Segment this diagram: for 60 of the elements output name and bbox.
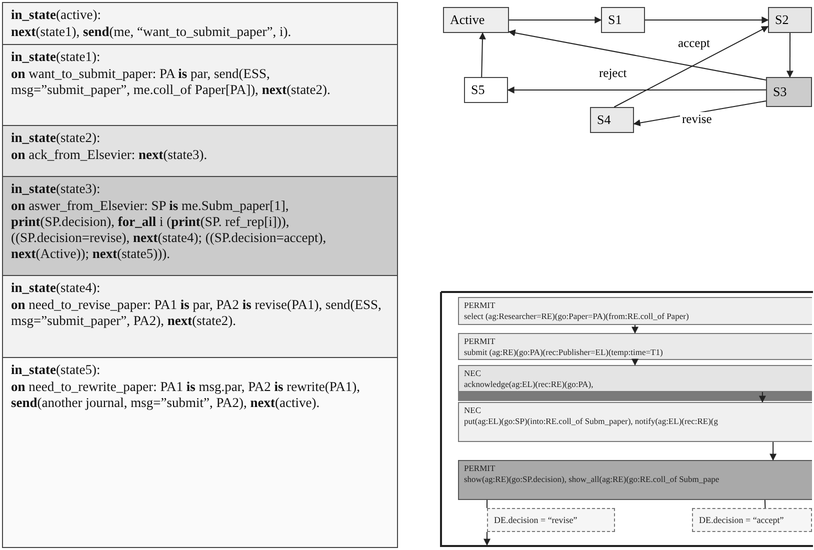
code-text: on need_to_revise_paper: PA1 is par, PA2 is revise(PA1), send(ESS, msg=”submit_paper”, PA2), next(state2). xyxy=(11,297,382,328)
code-cell xyxy=(2,275,398,358)
code-heading: in_state(state3): xyxy=(11,181,102,197)
rule-type: PERMIT xyxy=(464,300,496,311)
code-text: next(state1), send(me, “want_to_submit_paper”, i). xyxy=(11,24,292,39)
rule-text: select (ag:Researcher=RE)(go:Paper=PA)(from:RE.coll_of Paper) xyxy=(464,311,690,322)
arrow xyxy=(478,32,486,78)
edge-label: reject xyxy=(597,66,629,80)
arrow xyxy=(484,532,490,546)
code-text: on want_to_submit_paper: PA is par, send(ESS, msg=”submit_paper”, me.coll_of Paper[PA]), next(state2). xyxy=(11,66,330,97)
code-text: on ack_from_Elsevier: next(state3). xyxy=(11,147,208,162)
code-heading: in_state(state1): xyxy=(11,49,102,65)
condition-text: DE.decision = “accept” xyxy=(699,515,784,525)
connector-line xyxy=(764,500,766,508)
code-heading: in_state(active): xyxy=(11,7,102,23)
condition-box xyxy=(487,508,615,532)
code-cell xyxy=(2,125,398,177)
code-heading: in_state(state4): xyxy=(11,280,102,296)
arrow xyxy=(632,358,638,366)
state-box xyxy=(768,7,812,33)
rule-text: acknowledge(ag:EL)(rec:RE)(go:PA), xyxy=(464,379,594,390)
condition-text: DE.decision = “revise” xyxy=(494,515,578,525)
arrow xyxy=(508,29,766,80)
rule-type: PERMIT xyxy=(464,336,496,347)
rule-text: put(ag:EL)(go:SP)(into:RE.coll_of Subm_paper), notify(ag:EL)(rec:RE)(g xyxy=(464,416,719,427)
code-heading: in_state(state2): xyxy=(11,130,102,146)
condition-box xyxy=(692,508,812,532)
code-cell xyxy=(2,2,398,45)
code-text: on aswer_from_Elsevier: SP is me.Subm_paper[1], print(SP.decision), for_all i (print(SP. ref_rep[i])), ((SP.decision=revise), next(state4); ((SP.decision=accept), next(Active)); next(state5))). xyxy=(11,198,326,261)
state-name: S2 xyxy=(775,12,789,28)
arrow xyxy=(770,442,777,461)
rule-text: show(ag:RE)(go:SP.decision), show_all(ag:RE)(go:RE.coll_of Subm_pape xyxy=(464,474,720,485)
arrow xyxy=(508,16,602,24)
state-box xyxy=(443,7,509,33)
code-cell xyxy=(2,357,398,548)
state-name: S4 xyxy=(597,112,611,128)
arrow xyxy=(507,86,766,94)
code-heading: in_state(state5): xyxy=(11,362,102,378)
arrow xyxy=(786,32,794,78)
arrow xyxy=(614,26,769,108)
code-cell xyxy=(2,44,398,126)
arrow xyxy=(632,324,638,334)
state-name: S1 xyxy=(608,12,622,28)
rule-type: NEC xyxy=(464,405,482,416)
state-box xyxy=(590,107,634,133)
state-box xyxy=(464,77,508,103)
state-name: Active xyxy=(450,12,485,28)
state-name: S5 xyxy=(471,82,485,98)
code-text: on need_to_rewrite_paper: PA1 is msg.par, PA2 is rewrite(PA1), send(another journal, msg=”submit”, PA2), next(active). xyxy=(11,379,360,410)
connector-line xyxy=(486,500,488,508)
state-box xyxy=(601,7,645,33)
arrow xyxy=(644,16,769,24)
edge-label: revise xyxy=(680,112,714,126)
state-box xyxy=(766,77,812,107)
arrow xyxy=(758,392,766,403)
rule-text: submit (ag:RE)(go:PA)(rec:Publisher=EL)(temp:time=T1) xyxy=(464,347,664,358)
rule-type: NEC xyxy=(464,368,482,379)
code-cell xyxy=(2,176,398,276)
state-name: S3 xyxy=(773,84,787,100)
rule-type: PERMIT xyxy=(464,463,496,474)
